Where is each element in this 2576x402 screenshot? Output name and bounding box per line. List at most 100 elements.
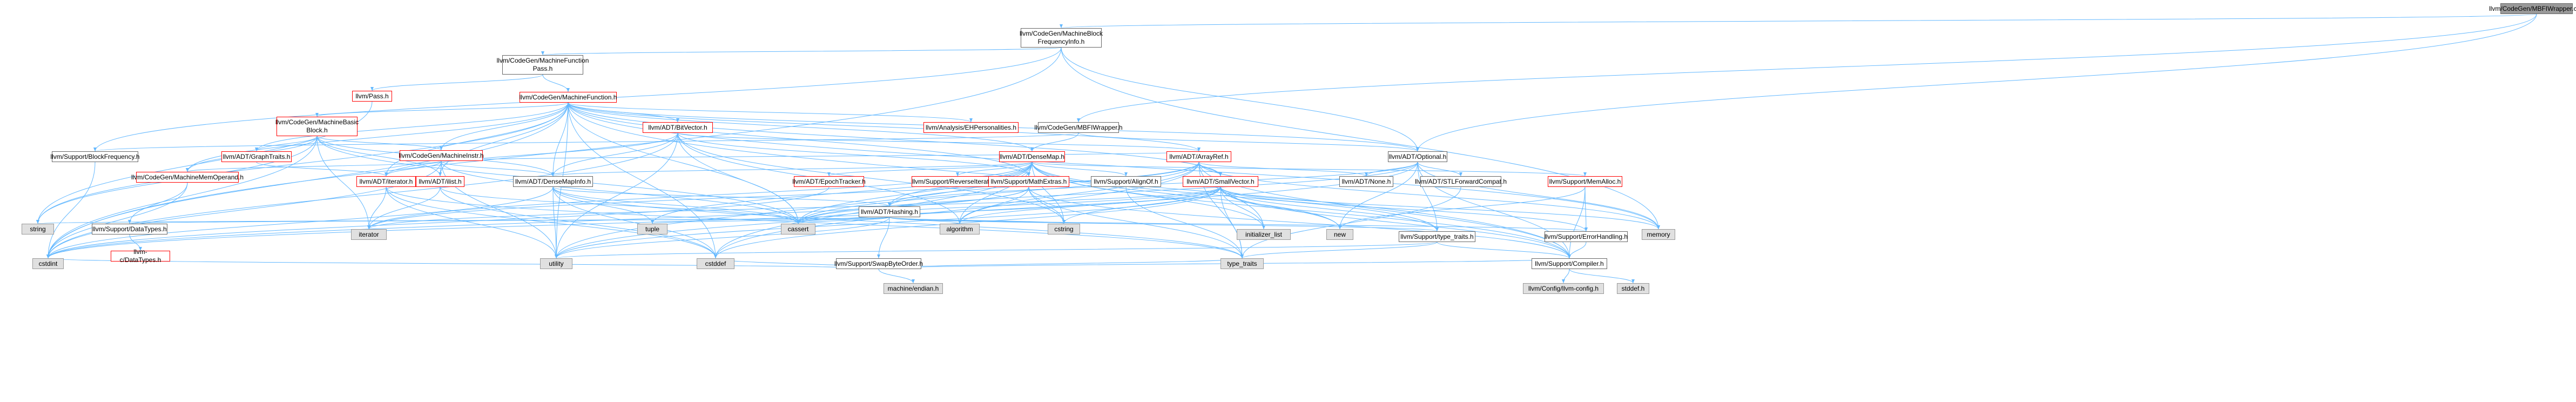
edge-smallvector-memory <box>1220 186 1660 230</box>
node-algorithm: algorithm <box>940 224 980 234</box>
edge-mfpass-pass <box>370 74 543 91</box>
edge-iterator-utility <box>386 186 558 259</box>
node-blockfreq[interactable]: llvm/Support/BlockFrequency.h <box>50 151 140 162</box>
edge-densemap-epoch <box>827 162 1033 177</box>
edge-hashing-utility <box>555 217 890 259</box>
edge-bitvector-densemapinfo <box>551 132 678 177</box>
node-typetraits[interactable]: llvm/Support/type_traits.h <box>1399 231 1475 242</box>
edge-mathextras-algorithm <box>958 186 1029 224</box>
edge-smallvector-utility <box>555 186 1221 259</box>
edge-mathextras-typetraitsstd <box>1028 186 1244 259</box>
node-mfpass[interactable]: llvm/CodeGen/MachineFunction Pass.h <box>497 55 589 75</box>
node-mathextras[interactable]: llvm/Support/MathExtras.h <box>988 176 1069 187</box>
edge-ilist-iteratorstd <box>367 186 441 230</box>
node-mbb[interactable]: llvm/CodeGen/MachineBasic Block.h <box>275 117 359 136</box>
node-alignof[interactable]: llvm/Support/AlignOf.h <box>1091 176 1161 187</box>
edge-root-mbfi <box>1060 14 2537 29</box>
node-pass[interactable]: llvm/Pass.h <box>352 91 392 102</box>
edge-optional-new <box>1338 162 1418 230</box>
edge-mbfi-memory <box>1061 47 1660 230</box>
node-swapbyte[interactable]: llvm/Support/SwapByteOrder.h <box>834 258 923 269</box>
node-mbfi[interactable]: llvm/CodeGen/MachineBlock FrequencyInfo.… <box>1020 28 1103 48</box>
edge-mf-smallvector <box>568 102 1222 177</box>
node-root[interactable]: llvm/CodeGen/MBFIWrapper.cpp <box>2489 3 2576 14</box>
edge-arrayref-initlist <box>1198 162 1265 230</box>
node-minstr[interactable]: llvm/CodeGen/MachineInstr.h <box>399 150 484 161</box>
edge-mbfiwrap-densemap <box>1030 132 1079 152</box>
node-compiler[interactable]: llvm/Support/Compiler.h <box>1532 258 1607 269</box>
node-arrayref[interactable]: llvm/ADT/ArrayRef.h <box>1166 151 1231 162</box>
node-typetraitsstd: type_traits <box>1220 258 1264 269</box>
node-mf[interactable]: llvm/CodeGen/MachineFunction.h <box>520 92 617 103</box>
node-ehpers[interactable]: llvm/Analysis/EHPersonalities.h <box>923 122 1019 133</box>
node-graphtraits[interactable]: llvm/ADT/GraphTraits.h <box>221 151 292 162</box>
edge-hashing-typetraits <box>889 217 1439 232</box>
node-revit[interactable]: llvm/Support/ReverseIteration.h <box>912 176 1003 187</box>
edge-hashing-errhandling <box>889 217 1588 232</box>
node-stlforward[interactable]: llvm/ADT/STLForwardCompat.h <box>1415 176 1507 187</box>
edge-densemap-cstring <box>1031 162 1066 224</box>
edge-densemap-densemapinfo <box>551 162 1033 177</box>
edge-mathextras-cstdint <box>46 186 1029 259</box>
node-none[interactable]: llvm/ADT/None.h <box>1339 176 1393 187</box>
edge-swapbyte-cstdint <box>47 258 879 270</box>
edge-bitvector-mathextras <box>677 132 1030 177</box>
edge-hashing-swapbyte <box>877 217 890 259</box>
edge-mbfiwrap-optional <box>1078 132 1419 152</box>
edge-swapbyte-machendian <box>878 269 915 284</box>
node-new: new <box>1326 229 1353 240</box>
node-mbfiwrap[interactable]: llvm/CodeGen/MBFIWrapper.h <box>1034 122 1123 133</box>
node-initlist: initializer_list <box>1237 229 1291 240</box>
node-densemapinfo[interactable]: llvm/ADT/DenseMapInfo.h <box>513 176 593 187</box>
node-cdatatypes[interactable]: llvm-c/DataTypes.h <box>111 248 170 264</box>
edge-densemapinfo-hashing <box>552 186 891 207</box>
node-machendian: machine/endian.h <box>884 283 943 294</box>
edge-densemap-typetraits <box>1031 162 1439 232</box>
edge-mf-mmoperand <box>186 102 569 172</box>
edge-mbb-cstdint <box>46 136 318 259</box>
edge-densemap-revit <box>956 162 1033 177</box>
edge-smallvector-initlist <box>1220 186 1265 230</box>
edge-ilist-cassert <box>440 186 800 224</box>
edge-stlforward-typetraitsstd <box>1240 186 1461 259</box>
edge-smallvector-cstddef <box>714 186 1221 259</box>
node-cstddef: cstddef <box>697 258 734 269</box>
edge-memalloc-compiler <box>1568 186 1586 259</box>
edge-hashing-datatypes <box>129 217 890 224</box>
node-epoch[interactable]: llvm/ADT/EpochTracker.h <box>792 176 866 187</box>
node-memalloc[interactable]: llvm/Support/MemAlloc.h <box>1548 176 1622 187</box>
node-bitvector[interactable]: llvm/ADT/BitVector.h <box>643 122 713 133</box>
node-hashing[interactable]: llvm/ADT/Hashing.h <box>859 206 920 217</box>
edge-typetraits-utility <box>555 242 1438 259</box>
edge-optional-none <box>1365 162 1418 177</box>
edge-optional-cassert <box>797 162 1418 224</box>
node-ilist[interactable]: llvm/ADT/ilist.h <box>416 176 464 187</box>
edge-smallvector-errhandling <box>1220 186 1588 232</box>
node-optional[interactable]: llvm/ADT/Optional.h <box>1388 151 1447 162</box>
edge-typetraits-typetraitsstd <box>1240 242 1438 259</box>
node-iterator[interactable]: llvm/ADT/iterator.h <box>356 176 416 187</box>
node-datatypes[interactable]: llvm/Support/DataTypes.h <box>92 224 167 234</box>
edge-densemap-tuple <box>651 162 1033 224</box>
edge-optional-stlforward <box>1417 162 1462 177</box>
edge-memalloc-errhandling <box>1584 186 1588 232</box>
edge-mf-memory <box>568 102 1660 230</box>
edge-root-mbfiwrap <box>1077 14 2537 123</box>
node-densemap[interactable]: llvm/ADT/DenseMap.h <box>999 151 1065 162</box>
edge-mf-mbb <box>315 102 569 117</box>
node-cassert: cassert <box>781 224 815 234</box>
edge-blockfreq-cstdint <box>46 162 96 259</box>
edge-densemapinfo-cstdint <box>46 186 554 259</box>
node-smallvector[interactable]: llvm/ADT/SmallVector.h <box>1183 176 1258 187</box>
edge-hashing-tuple <box>651 217 890 224</box>
edge-mf-cstddef <box>568 102 717 259</box>
edge-densemapinfo-cassert <box>552 186 800 224</box>
edge-mf-graphtraits <box>255 102 569 152</box>
edge-epoch-cstdint <box>46 186 830 259</box>
edge-errhandling-compiler <box>1568 242 1587 259</box>
node-mmoperand[interactable]: llvm/CodeGen/MachineMemOperand.h <box>131 172 244 183</box>
edge-mmoperand-cstdint <box>46 182 188 259</box>
node-memory: memory <box>1642 229 1675 240</box>
edge-datatypes-cdatatypes <box>129 234 142 251</box>
node-errhandling[interactable]: llvm/Support/ErrorHandling.h <box>1545 231 1628 242</box>
